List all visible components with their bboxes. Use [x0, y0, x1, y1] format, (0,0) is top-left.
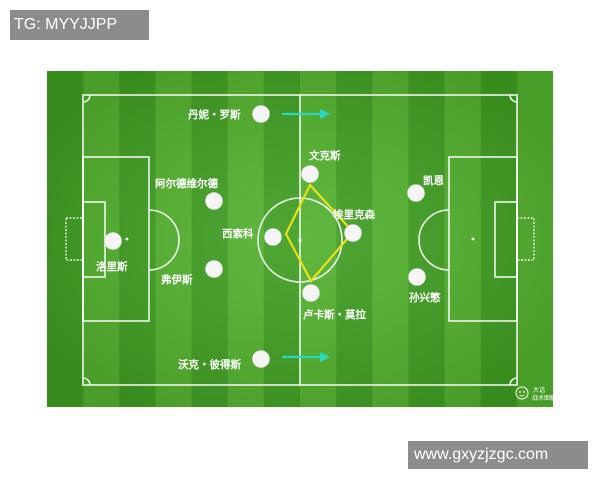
player-dot — [205, 192, 223, 210]
top-watermark: TG: MYYJJPP — [10, 10, 149, 40]
player-marker: 弗伊斯 — [161, 260, 223, 286]
player-label: 西索科 — [222, 227, 254, 240]
player-label: 弗伊斯 — [161, 273, 193, 286]
player-marker: 孙兴慜 — [408, 268, 441, 304]
player-marker: 凯恩 — [407, 174, 444, 202]
player-marker: 洛里斯 — [96, 232, 128, 273]
run-arrow-bottom — [282, 352, 330, 362]
left-penalty-arc — [148, 209, 180, 271]
arrow-head-icon — [320, 109, 330, 119]
player-label: 阿尔德维尔德 — [155, 177, 218, 190]
player-label: 埃里克森 — [333, 208, 375, 221]
midfield-diamond — [284, 183, 355, 283]
player-dot — [301, 165, 319, 183]
player-label: 卢卡斯・莫拉 — [303, 308, 366, 321]
player-label: 丹妮・罗斯 — [188, 108, 241, 121]
right-goal-net — [516, 217, 535, 261]
players: 丹妮・罗斯 文克斯 阿尔德维尔德 埃里克森 西索科 洛里斯 — [96, 105, 444, 371]
player-dot — [264, 228, 282, 246]
right-penalty-spot — [471, 237, 475, 241]
player-label: 文克斯 — [308, 149, 341, 162]
player-dot — [252, 105, 270, 123]
logo-title: 大话 — [533, 386, 545, 394]
bottom-watermark: www.gxyzjzgc.com — [408, 441, 588, 469]
player-label: 沃克・彼得斯 — [178, 358, 241, 371]
player-dot — [408, 268, 426, 286]
player-marker: 丹妮・罗斯 — [188, 105, 270, 123]
player-marker: 文克斯 — [301, 149, 341, 183]
center-circle — [257, 197, 343, 283]
corner-arc-top-right — [509, 94, 518, 103]
arrow-head-icon — [320, 352, 330, 362]
player-marker: 阿尔德维尔德 — [155, 177, 223, 210]
player-dot — [205, 260, 223, 278]
right-penalty-arc — [418, 209, 450, 271]
run-arrow-top — [282, 109, 330, 119]
corner-arc-bottom-right — [509, 377, 518, 386]
corner-arc-top-left — [82, 94, 91, 103]
left-penalty-spot — [125, 237, 129, 241]
player-dot — [104, 232, 122, 250]
center-spot — [298, 238, 302, 242]
player-marker: 西索科 — [222, 227, 282, 246]
player-dot — [302, 284, 320, 302]
player-marker: 埃里克森 — [333, 208, 375, 242]
mascot-icon — [515, 386, 529, 400]
player-label: 凯恩 — [423, 174, 444, 187]
corner-arc-bottom-left — [82, 377, 91, 386]
left-goal-net — [65, 217, 84, 261]
player-label: 洛里斯 — [96, 260, 128, 273]
logo-subtitle: 战术图解 — [532, 394, 553, 402]
player-marker: 卢卡斯・莫拉 — [302, 284, 366, 321]
player-dot — [407, 184, 425, 202]
player-dot — [252, 350, 270, 368]
player-label: 孙兴慜 — [409, 291, 441, 304]
pitch-diagram: 丹妮・罗斯 文克斯 阿尔德维尔德 埃里克森 西索科 洛里斯 — [47, 71, 553, 407]
football-pitch: 丹妮・罗斯 文克斯 阿尔德维尔德 埃里克森 西索科 洛里斯 — [47, 71, 553, 407]
player-dot — [344, 224, 362, 242]
player-marker: 沃克・彼得斯 — [178, 350, 270, 371]
brand-logo: 大话 战术图解 — [515, 386, 553, 402]
pitch-markings — [65, 94, 535, 386]
